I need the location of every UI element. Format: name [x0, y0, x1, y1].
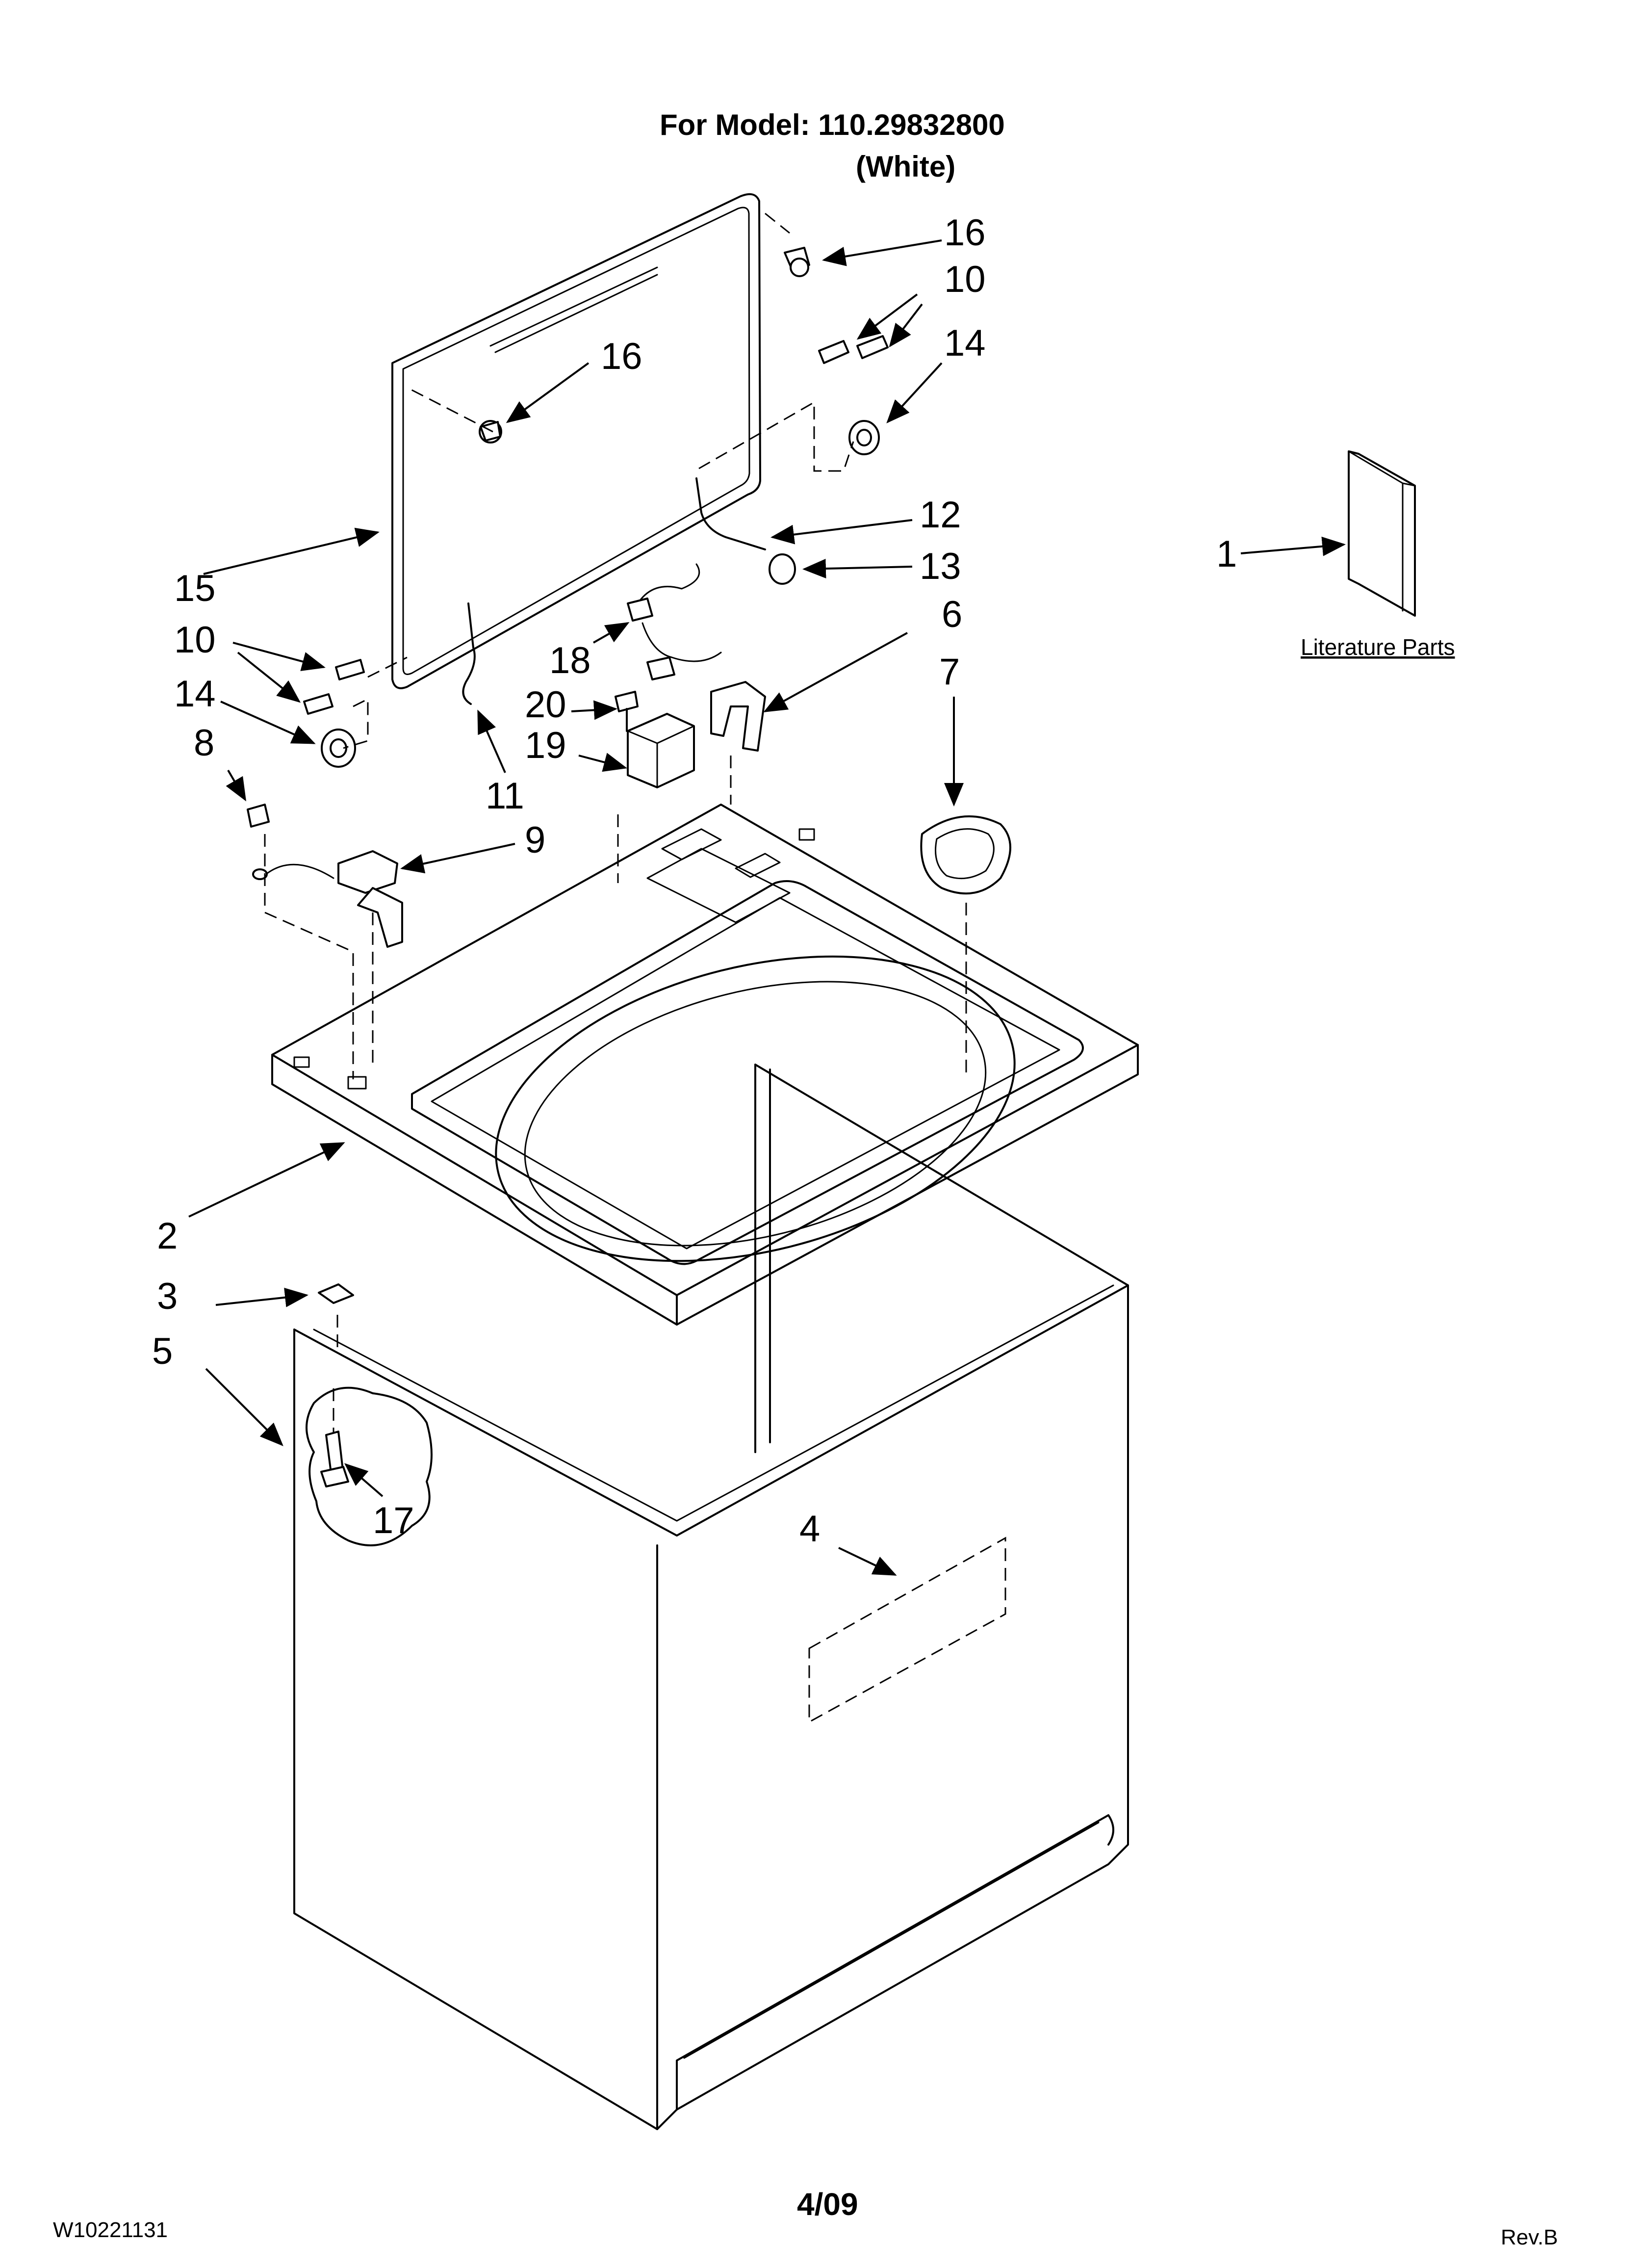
callout-2: 2 [157, 1215, 178, 1257]
revision-label: Rev.B [1501, 2225, 1558, 2249]
switch-bracket-part [266, 850, 403, 948]
screw-part [303, 659, 365, 715]
callout-10-right: 10 [944, 259, 986, 300]
callout-3: 3 [157, 1276, 178, 1317]
bumper-part [784, 247, 810, 277]
callout-16-inner: 16 [601, 336, 642, 377]
lid-part [391, 193, 761, 689]
callout-5: 5 [152, 1330, 173, 1372]
lid-switch-part [615, 691, 695, 788]
hinge-rod-part [462, 477, 766, 705]
wire-harness-part [627, 563, 722, 680]
callout-12: 12 [920, 494, 961, 536]
callout-20: 20 [525, 684, 566, 726]
screw-part [818, 335, 889, 364]
literature-label: Literature Parts [1301, 634, 1455, 660]
grommet-part [920, 815, 1011, 895]
bracket-part [710, 681, 766, 752]
callout-17: 17 [373, 1500, 414, 1541]
callout-9: 9 [525, 819, 545, 861]
callout-16-top: 16 [944, 212, 986, 254]
doc-number: W10221131 [53, 2218, 168, 2242]
callout-10-left: 10 [174, 619, 216, 661]
callout-labels: 16 10 14 16 12 13 6 7 1 15 10 14 8 18 20… [152, 212, 1237, 1550]
callout-7: 7 [939, 651, 960, 693]
top-panel-part [271, 804, 1139, 1326]
alignment-lines [264, 212, 967, 1472]
model-heading: For Model: 110.29832800 [660, 108, 1005, 141]
callout-8: 8 [194, 722, 214, 764]
callout-6: 6 [942, 594, 962, 635]
cabinet-part [293, 1064, 1129, 2130]
leader-lines [188, 239, 1346, 1576]
callout-18: 18 [549, 640, 591, 681]
bushing-part [848, 420, 880, 455]
callout-1: 1 [1216, 533, 1237, 575]
bushing-part [321, 729, 356, 768]
callout-14-left: 14 [174, 673, 216, 715]
callout-11: 11 [486, 775, 524, 817]
color-heading: (White) [856, 150, 955, 183]
callout-13: 13 [920, 546, 961, 587]
bumper-part [479, 420, 502, 443]
screw-part [247, 804, 270, 880]
callout-4: 4 [799, 1508, 820, 1550]
doc-date: 4/09 [797, 2187, 858, 2222]
cap-part [769, 553, 796, 585]
callout-15: 15 [174, 568, 216, 609]
callout-14-right: 14 [944, 322, 986, 364]
callout-19: 19 [525, 725, 566, 766]
literature-part [1348, 450, 1416, 617]
